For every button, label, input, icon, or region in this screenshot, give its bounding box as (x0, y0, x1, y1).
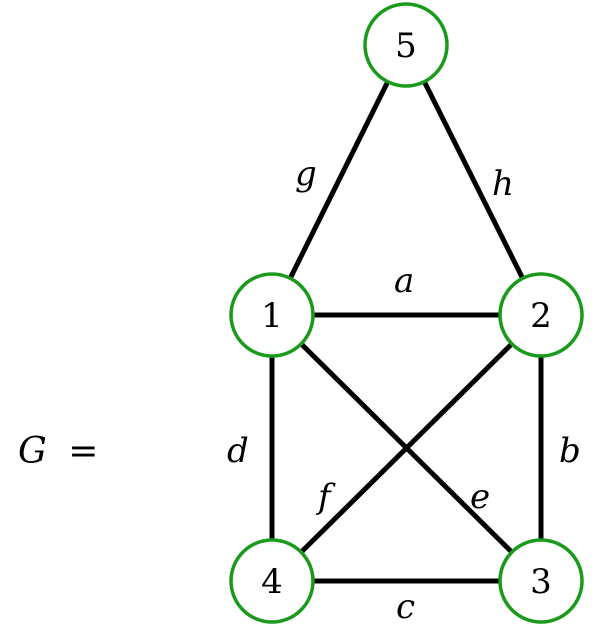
edges-group (269, 43, 544, 584)
edge-g (269, 43, 409, 317)
node-3: 3 (498, 538, 584, 624)
node-4-label: 4 (261, 562, 283, 602)
node-1: 1 (229, 272, 315, 358)
edge-h (403, 43, 544, 317)
node-4: 4 (229, 538, 315, 624)
edge-label-g: g (295, 154, 317, 194)
edge-labels-group: a b c d e f g h (227, 154, 581, 627)
node-1-circle (229, 272, 315, 358)
node-1-label: 1 (261, 296, 283, 336)
node-3-circle (498, 538, 584, 624)
node-2: 2 (498, 272, 584, 358)
graph-title-eq: = (68, 431, 98, 472)
graph-title-var: G (18, 431, 47, 472)
edge-label-f: f (315, 477, 336, 517)
edge-label-h: h (492, 164, 514, 204)
node-5: 5 (363, 2, 449, 88)
edge-label-d: d (227, 431, 249, 471)
edge-label-b: b (559, 431, 581, 471)
nodes-group: 5 1 2 4 3 (229, 2, 584, 624)
node-2-circle (498, 272, 584, 358)
node-2-label: 2 (530, 296, 552, 336)
edge-label-e: e (470, 477, 490, 517)
node-4-circle (229, 538, 315, 624)
node-3-label: 3 (530, 562, 552, 602)
node-5-circle (363, 2, 449, 88)
edge-label-c: c (396, 587, 415, 627)
edge-label-a: a (394, 261, 414, 301)
edge-f (270, 313, 543, 583)
graph-title: G = (18, 431, 98, 472)
node-5-label: 5 (395, 26, 417, 66)
